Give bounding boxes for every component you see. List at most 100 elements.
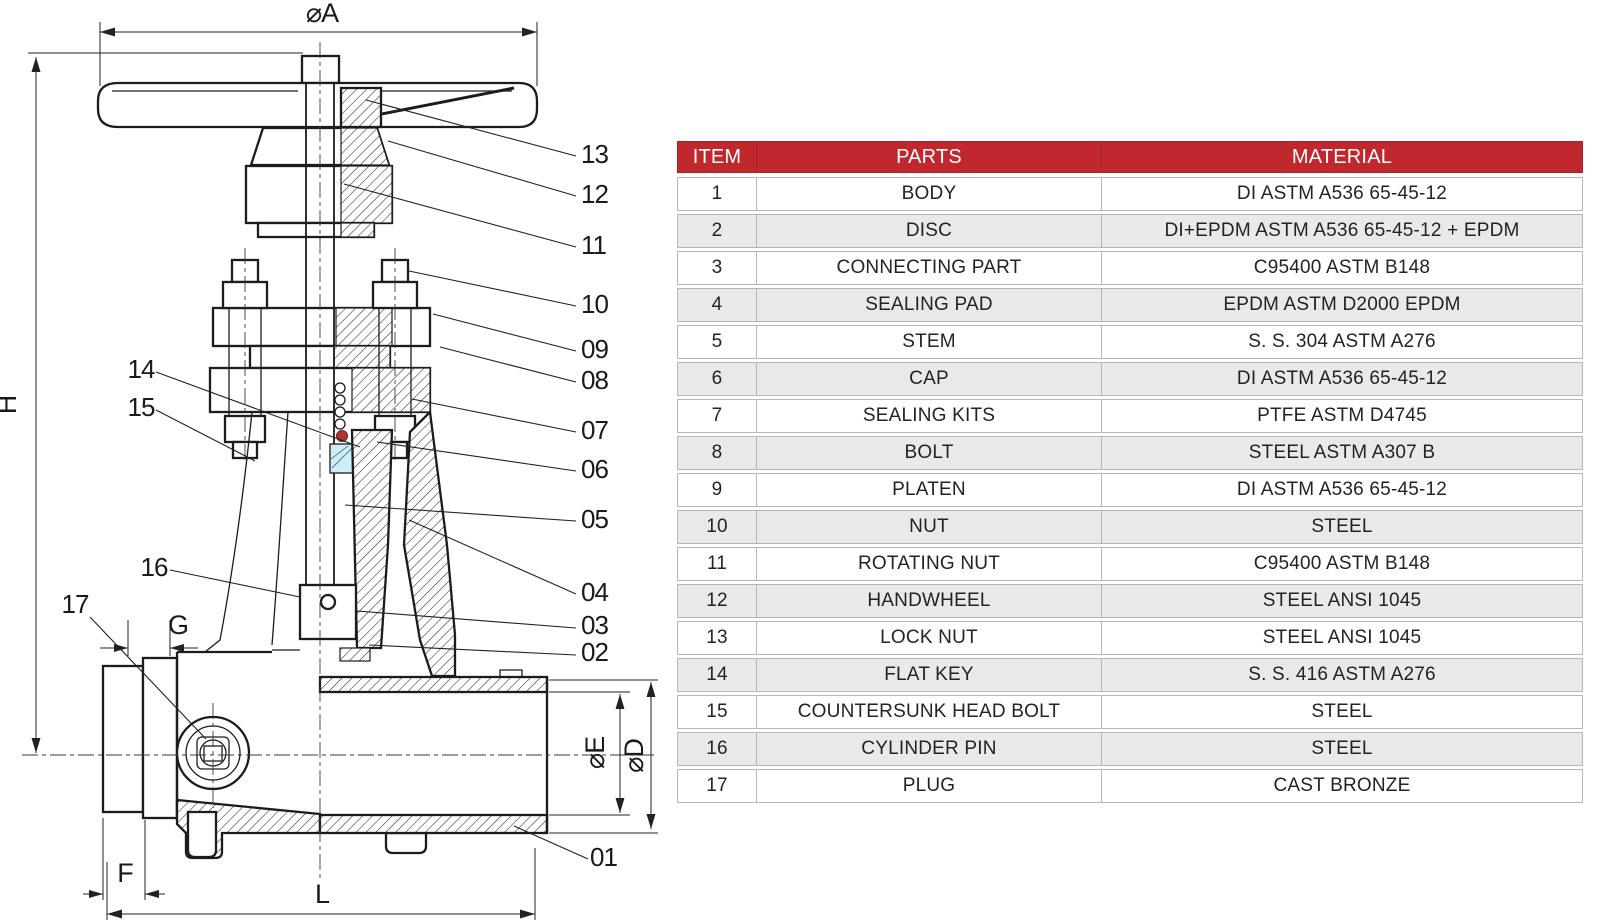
stem	[305, 83, 335, 585]
table-header-row: ITEM PARTS MATERIAL	[677, 141, 1583, 173]
left-flange-face	[101, 664, 145, 814]
cell-item: 9	[677, 473, 757, 507]
cell-material: STEEL ASTM A307 B	[1102, 436, 1583, 470]
cell-item: 16	[677, 732, 757, 766]
dimension-f: F	[83, 818, 165, 900]
cell-item: 14	[677, 658, 757, 692]
dim-h-label: H	[0, 396, 22, 415]
valve-drawing: ⌀A H G F	[0, 0, 658, 920]
lock-nut-section	[339, 86, 383, 129]
callout-01: 01	[590, 842, 617, 872]
cell-part: PLUG	[757, 769, 1102, 803]
cell-item: 11	[677, 547, 757, 581]
cell-material: DI ASTM A536 65-45-12	[1102, 177, 1583, 211]
callout-02: 02	[581, 637, 608, 667]
dimension-e: ⌀E	[549, 691, 630, 816]
callout-14: 14	[128, 354, 155, 384]
cell-material: STEEL	[1102, 510, 1583, 544]
cell-part: STEM	[757, 325, 1102, 359]
cell-item: 15	[677, 695, 757, 729]
left-flange	[141, 656, 179, 820]
cell-part: FLAT KEY	[757, 658, 1102, 692]
dimension-d: ⌀D	[549, 679, 658, 834]
cell-material: STEEL	[1102, 695, 1583, 729]
cell-material: CAST BRONZE	[1102, 769, 1583, 803]
callout-04: 04	[581, 577, 608, 607]
cell-part: ROTATING NUT	[757, 547, 1102, 581]
cell-item: 12	[677, 584, 757, 618]
callout-16: 16	[141, 552, 168, 582]
cell-material: DI ASTM A536 65-45-12	[1102, 473, 1583, 507]
platen	[211, 306, 432, 348]
cell-part: NUT	[757, 510, 1102, 544]
body-foot	[384, 831, 428, 855]
callout-05: 05	[581, 504, 608, 534]
header-item: ITEM	[677, 141, 757, 173]
cell-material: DI+EPDM ASTM A536 65-45-12 + EPDM	[1102, 214, 1583, 248]
cell-part: SEALING PAD	[757, 288, 1102, 322]
header-material: MATERIAL	[1102, 141, 1583, 173]
callout-10: 10	[581, 289, 608, 319]
cell-part: SEALING KITS	[757, 399, 1102, 433]
port-top-wall	[318, 675, 549, 694]
cell-item: 13	[677, 621, 757, 655]
cell-item: 3	[677, 251, 757, 285]
cell-item: 10	[677, 510, 757, 544]
cell-part: HANDWHEEL	[757, 584, 1102, 618]
callout-11: 11	[581, 230, 607, 260]
dimension-h: H	[0, 52, 303, 753]
cell-material: STEEL	[1102, 732, 1583, 766]
dim-e-label: ⌀E	[580, 737, 610, 769]
connecting-part	[298, 583, 358, 641]
dimension-l: L	[106, 848, 536, 920]
cell-material: S. S. 304 ASTM A276	[1102, 325, 1583, 359]
dim-f-label: F	[117, 858, 133, 888]
callout-06: 06	[581, 454, 608, 484]
cell-part: CAP	[757, 362, 1102, 396]
sealing-pad	[339, 647, 371, 662]
cell-material: C95400 ASTM B148	[1102, 251, 1583, 285]
cell-material: STEEL ANSI 1045	[1102, 584, 1583, 618]
drain-boss	[186, 810, 218, 859]
cell-part: PLATEN	[757, 473, 1102, 507]
leader-lines	[89, 99, 589, 860]
disc-section	[350, 428, 394, 650]
cell-part: BOLT	[757, 436, 1102, 470]
cell-material: DI ASTM A536 65-45-12	[1102, 362, 1583, 396]
cylinder-pin	[319, 593, 337, 611]
callout-labels: 13 12 11 10 09 08 07 06 05 04 03 02 01 1…	[62, 139, 619, 872]
cell-material: S. S. 416 ASTM A276	[1102, 658, 1583, 692]
cell-item: 2	[677, 214, 757, 248]
dim-a-label: ⌀A	[306, 0, 339, 28]
cell-part: DISC	[757, 214, 1102, 248]
handwheel	[96, 54, 539, 167]
cell-part: CONNECTING PART	[757, 251, 1102, 285]
header-parts: PARTS	[757, 141, 1102, 173]
callout-15: 15	[128, 392, 155, 422]
body-wall-section	[402, 409, 457, 678]
disc-and-neck	[204, 409, 457, 678]
right-port	[318, 669, 549, 835]
cell-part: BODY	[757, 177, 1102, 211]
handwheel-rim	[96, 81, 539, 129]
dim-l-label: L	[315, 879, 330, 909]
callout-17: 17	[62, 589, 89, 619]
seal-red-dot	[336, 430, 348, 442]
cell-item: 4	[677, 288, 757, 322]
